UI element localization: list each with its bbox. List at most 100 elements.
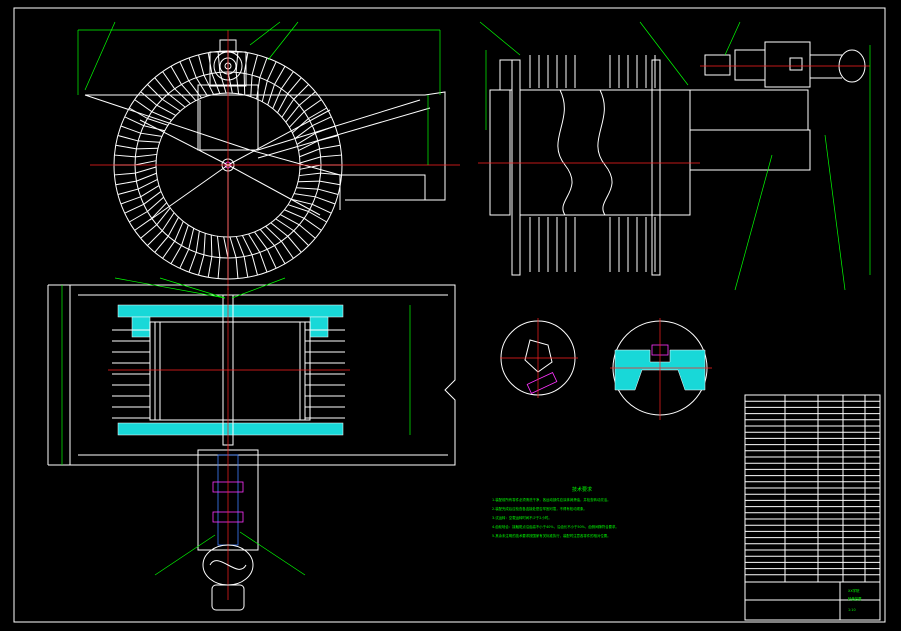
wheel-blade	[293, 230, 309, 246]
wheel-blade-inner	[298, 140, 319, 152]
wheel-blade	[308, 211, 327, 223]
wheel-blade-inner	[288, 111, 305, 128]
wheel-blade-inner	[156, 207, 171, 226]
wheel-blade-inner	[275, 218, 295, 232]
wheel-blade	[317, 188, 339, 195]
wheel-blade	[188, 57, 197, 78]
wheel-blade	[170, 245, 182, 264]
wheel-blade-inner	[140, 132, 163, 137]
wheel-blade	[303, 217, 322, 231]
wheel-blade	[124, 203, 144, 214]
wheel-blade	[124, 116, 144, 127]
wheel-blade	[140, 224, 158, 239]
drawing-scale: 1:10	[848, 608, 856, 612]
wheel-blade	[114, 172, 136, 176]
wheel-blade-inner	[265, 225, 282, 242]
wheel-blade-inner	[254, 231, 268, 250]
wheel-blade-inner	[270, 222, 289, 237]
wheel-blade	[198, 54, 205, 76]
wheel-blade-inner	[299, 172, 321, 177]
wheel-blade	[117, 188, 139, 195]
wheel-blade-inner	[285, 104, 300, 123]
wheel-blade	[117, 135, 139, 142]
wheel-blade-inner	[299, 148, 320, 158]
wheel-blade	[114, 154, 136, 158]
drive-shaft-view	[154, 445, 306, 611]
wheel-blade	[188, 252, 197, 273]
wheel-blade-inner	[211, 73, 221, 94]
wheel-blade-inner	[284, 209, 305, 219]
wheel-blade	[280, 71, 294, 90]
wheel-blade-inner	[241, 235, 253, 256]
wheel-blade	[170, 66, 182, 85]
wheel-blade	[217, 257, 221, 279]
wheel-blade-inner	[161, 98, 181, 112]
detail-view-b	[610, 318, 712, 420]
wheel-blade	[162, 240, 176, 259]
wheel-blade-inner	[235, 236, 245, 257]
wheel-blade-inner	[261, 80, 268, 102]
wheel-blade	[235, 51, 239, 73]
wheel-blade	[129, 211, 148, 223]
wheel-blade-inner	[277, 93, 289, 113]
wheel-blade-inner	[151, 202, 168, 219]
wheel-blade	[315, 196, 336, 205]
drawing-name: 转盘装置	[848, 596, 862, 601]
wheel-blade	[293, 84, 309, 100]
wheel-blade	[120, 125, 141, 134]
wheel-blade-inner	[161, 212, 175, 232]
wheel-blade-inner	[296, 132, 316, 145]
wheel-blade-inner	[223, 236, 229, 259]
wheel-blade	[259, 57, 268, 78]
wheel-blade-inner	[250, 75, 253, 97]
wheel-blade	[179, 249, 190, 269]
wheel-blade	[147, 84, 163, 100]
wheel-blade	[217, 51, 221, 73]
wheel-blade	[154, 235, 169, 253]
wheel-blade	[140, 91, 158, 106]
wheel-blade-inner	[203, 233, 206, 255]
tech-note-3: 3.试运转：空载运转时间不少于2小时。	[492, 515, 552, 520]
wheel-blade-inner	[188, 228, 195, 250]
wheel-blade-inner	[296, 187, 318, 190]
section-view	[47, 277, 456, 466]
wheel-blade-inner	[167, 93, 186, 108]
wheel-blade-inner	[243, 73, 246, 95]
wheel-blade-inner	[229, 236, 237, 258]
wheel-blade-inner	[147, 196, 164, 212]
wheel-blade	[154, 77, 169, 95]
wheel-blade	[303, 99, 322, 113]
wheel-blade	[235, 257, 239, 279]
wheel-blade-inner	[147, 118, 169, 126]
wheel-blade-inner	[156, 104, 176, 116]
wheel-blade-inner	[195, 230, 200, 253]
wheel-blade-inner	[294, 125, 313, 139]
wheel-blade-inner	[134, 160, 157, 166]
tech-note-4: 4.齿轮啮合：接触斑点沿齿高不小于40%，沿齿长不小于50%，齿侧间隙符合要求。	[492, 524, 619, 529]
wheel-blade	[120, 196, 141, 205]
wheel-blade	[115, 180, 137, 186]
wheel-blade	[298, 91, 316, 106]
wheel-blade	[207, 256, 213, 278]
wheel-blade-inner	[135, 166, 157, 174]
wheel-blade	[298, 224, 316, 239]
wheel-blade	[251, 54, 258, 76]
tech-notes: 技术要求 1.装配前所有零件必须清洗干净，各运动部件应涂抹润滑油，并检查转动灵活…	[492, 486, 619, 538]
wheel-blade	[312, 116, 332, 127]
wheel-blade-inner	[151, 111, 172, 121]
tech-notes-title: 技术要求	[572, 486, 592, 493]
detail-view-a	[500, 318, 578, 398]
wheel-blade-inner	[281, 98, 295, 118]
wheel-blade-inner	[195, 77, 208, 97]
wheel-blade	[266, 61, 277, 81]
wheel-blade-inner	[293, 193, 316, 198]
wheel-blade	[147, 230, 163, 246]
wheel-blade	[319, 144, 341, 150]
wheel-blade	[259, 252, 268, 273]
wheel-blade-inner	[248, 233, 261, 253]
wheel-blade-inner	[227, 71, 233, 94]
wheel-blade	[280, 240, 294, 259]
wheel-blade	[243, 256, 249, 278]
wheel-plan-view	[77, 21, 460, 290]
